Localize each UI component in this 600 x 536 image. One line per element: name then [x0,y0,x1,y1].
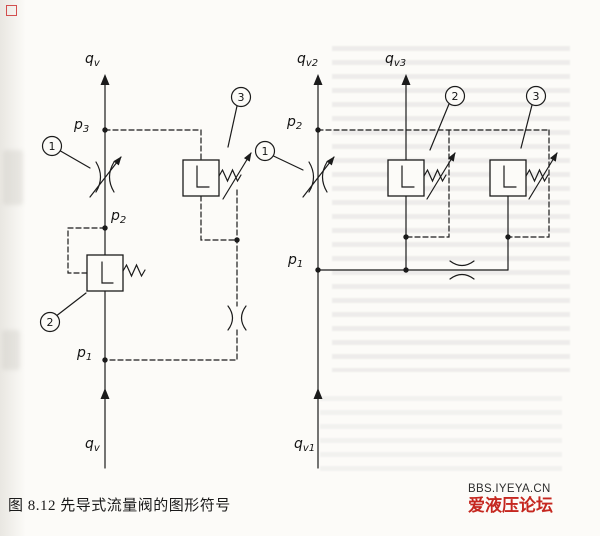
svg-text:1: 1 [49,140,56,153]
flow-arrow-up-icon [100,388,110,399]
valve-body [86,254,124,292]
pressure-label-p3: p3 [73,117,89,135]
node-p1 [315,267,321,273]
flow-label-qv-top: qv [85,51,101,69]
svg-text:2: 2 [452,90,459,103]
fixed-orifice-symbol [449,260,475,280]
pressure-label-p1: p1 [76,345,92,363]
variable-throttle-valve [89,156,122,198]
pilot-line-to-valve2 [405,129,450,238]
watermark-forum-name: 爱液压论坛 [468,496,553,516]
pilot-stage-valve-2 [86,254,146,292]
red-corner-mark [6,5,17,16]
callout-1: 1 [254,140,304,171]
svg-text:3: 3 [238,91,245,104]
valve-body [387,159,425,197]
variable-throttle-valve [302,156,335,198]
valve-internal-path [101,261,114,284]
svg-text:3: 3 [533,90,540,103]
flow-label-qv-bottom: qv [85,436,101,454]
node-junction [403,234,409,240]
valve-internal-path [401,165,415,188]
node-p1 [102,357,108,363]
flow-label-qv2: qv2 [297,51,318,69]
flow-arrow-up-icon [100,74,110,85]
scan-smudge [2,330,20,370]
valve-internal-path [196,165,210,188]
callout-2: 2 [429,85,466,151]
pilot-line-p2-to-valve2 [67,227,106,274]
left-circuit: 1 2 3 qv qv p3 p2 p1 [39,51,252,469]
pressure-label-p2: p2 [286,114,302,132]
flow-label-qv3: qv3 [385,51,406,69]
adjustment-arrow [426,152,456,200]
callout-3: 3 [520,85,547,149]
spring-icon [525,168,549,183]
compensator-valve-2 [387,152,456,200]
forum-watermark: BBS.IYEYA.CN 爱液压论坛 [468,483,553,515]
node-junction [234,237,240,243]
hydraulic-schematic: 1 2 3 qv qv p3 p2 p1 [39,51,558,469]
fixed-orifice-symbol [227,305,247,331]
node-p3 [102,127,108,133]
pilot-relief-valve-3 [182,152,252,200]
scan-smudge [3,150,23,205]
callout-1: 1 [41,135,91,169]
pressure-label-p2: p2 [110,208,126,226]
valve-body [182,159,220,197]
node-p2 [102,225,108,231]
watermark-url: BBS.IYEYA.CN [468,483,551,495]
flow-label-qv1: qv1 [294,436,315,454]
valve-internal-path [503,165,517,188]
callout-2: 2 [39,292,87,333]
svg-text:1: 1 [262,145,269,158]
spring-icon [423,168,447,183]
svg-text:2: 2 [47,316,54,329]
pilot-line-to-p1 [104,329,238,361]
callout-3: 3 [227,86,252,148]
flow-arrow-up-icon [313,388,323,399]
scan-edge-shadow [0,0,26,536]
figure-caption: 图 8.12 先导式流量阀的图形符号 [8,498,231,514]
valve-body [489,159,527,197]
spring-icon [218,168,242,183]
spring-icon [122,263,146,278]
pressure-label-p1: p1 [287,252,303,270]
bleedthrough-text-artifact [320,392,562,472]
adjustment-arrow [528,152,558,200]
pilot-line-p3-to-valve3 [104,129,202,161]
node-p2 [315,127,321,133]
node-junction [403,267,409,273]
adjustment-arrow [222,152,252,200]
flow-arrow-up-icon [313,74,323,85]
pilot-drain-valve3 [200,195,238,241]
pilot-relief-valve-3 [489,152,558,200]
right-circuit: 1 2 3 qv2 qv3 qv1 p2 p1 [254,51,558,469]
node-junction [505,234,511,240]
flow-arrow-up-icon [401,74,411,85]
